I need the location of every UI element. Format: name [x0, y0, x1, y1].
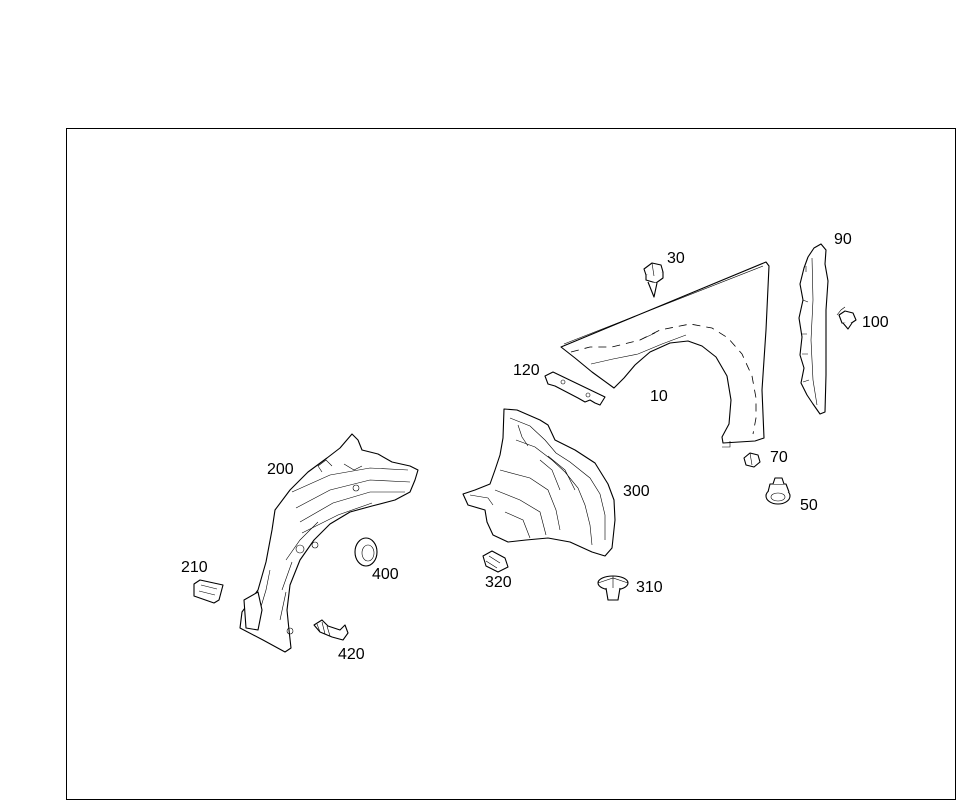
label-70: 70 [770, 449, 788, 466]
label-300: 300 [623, 483, 650, 500]
label-420: 420 [338, 646, 365, 663]
part-310-rivet[interactable] [597, 575, 629, 601]
label-210: 210 [181, 559, 208, 576]
label-100: 100 [862, 314, 889, 331]
part-210-clip[interactable] [193, 579, 224, 604]
label-30: 30 [667, 250, 685, 267]
part-320-clip[interactable] [482, 550, 509, 573]
part-10-fender[interactable] [560, 261, 770, 448]
part-300-liner[interactable] [462, 408, 616, 557]
label-10: 10 [650, 388, 668, 405]
part-30-screw[interactable] [643, 262, 664, 298]
diagram-frame [66, 128, 956, 800]
label-50: 50 [800, 497, 818, 514]
part-50-grommet[interactable] [765, 477, 791, 505]
part-420-rivet[interactable] [313, 619, 349, 641]
label-320: 320 [485, 574, 512, 591]
label-120: 120 [513, 362, 540, 379]
part-100-clip[interactable] [836, 306, 857, 330]
part-400-plug[interactable] [354, 537, 378, 567]
label-310: 310 [636, 579, 663, 596]
part-120-bracket[interactable] [544, 371, 606, 406]
label-200: 200 [267, 461, 294, 478]
part-200-liner[interactable] [239, 433, 419, 653]
label-90: 90 [834, 231, 852, 248]
label-400: 400 [372, 566, 399, 583]
part-90-strip[interactable] [798, 243, 829, 415]
part-70-nut[interactable] [743, 452, 761, 468]
